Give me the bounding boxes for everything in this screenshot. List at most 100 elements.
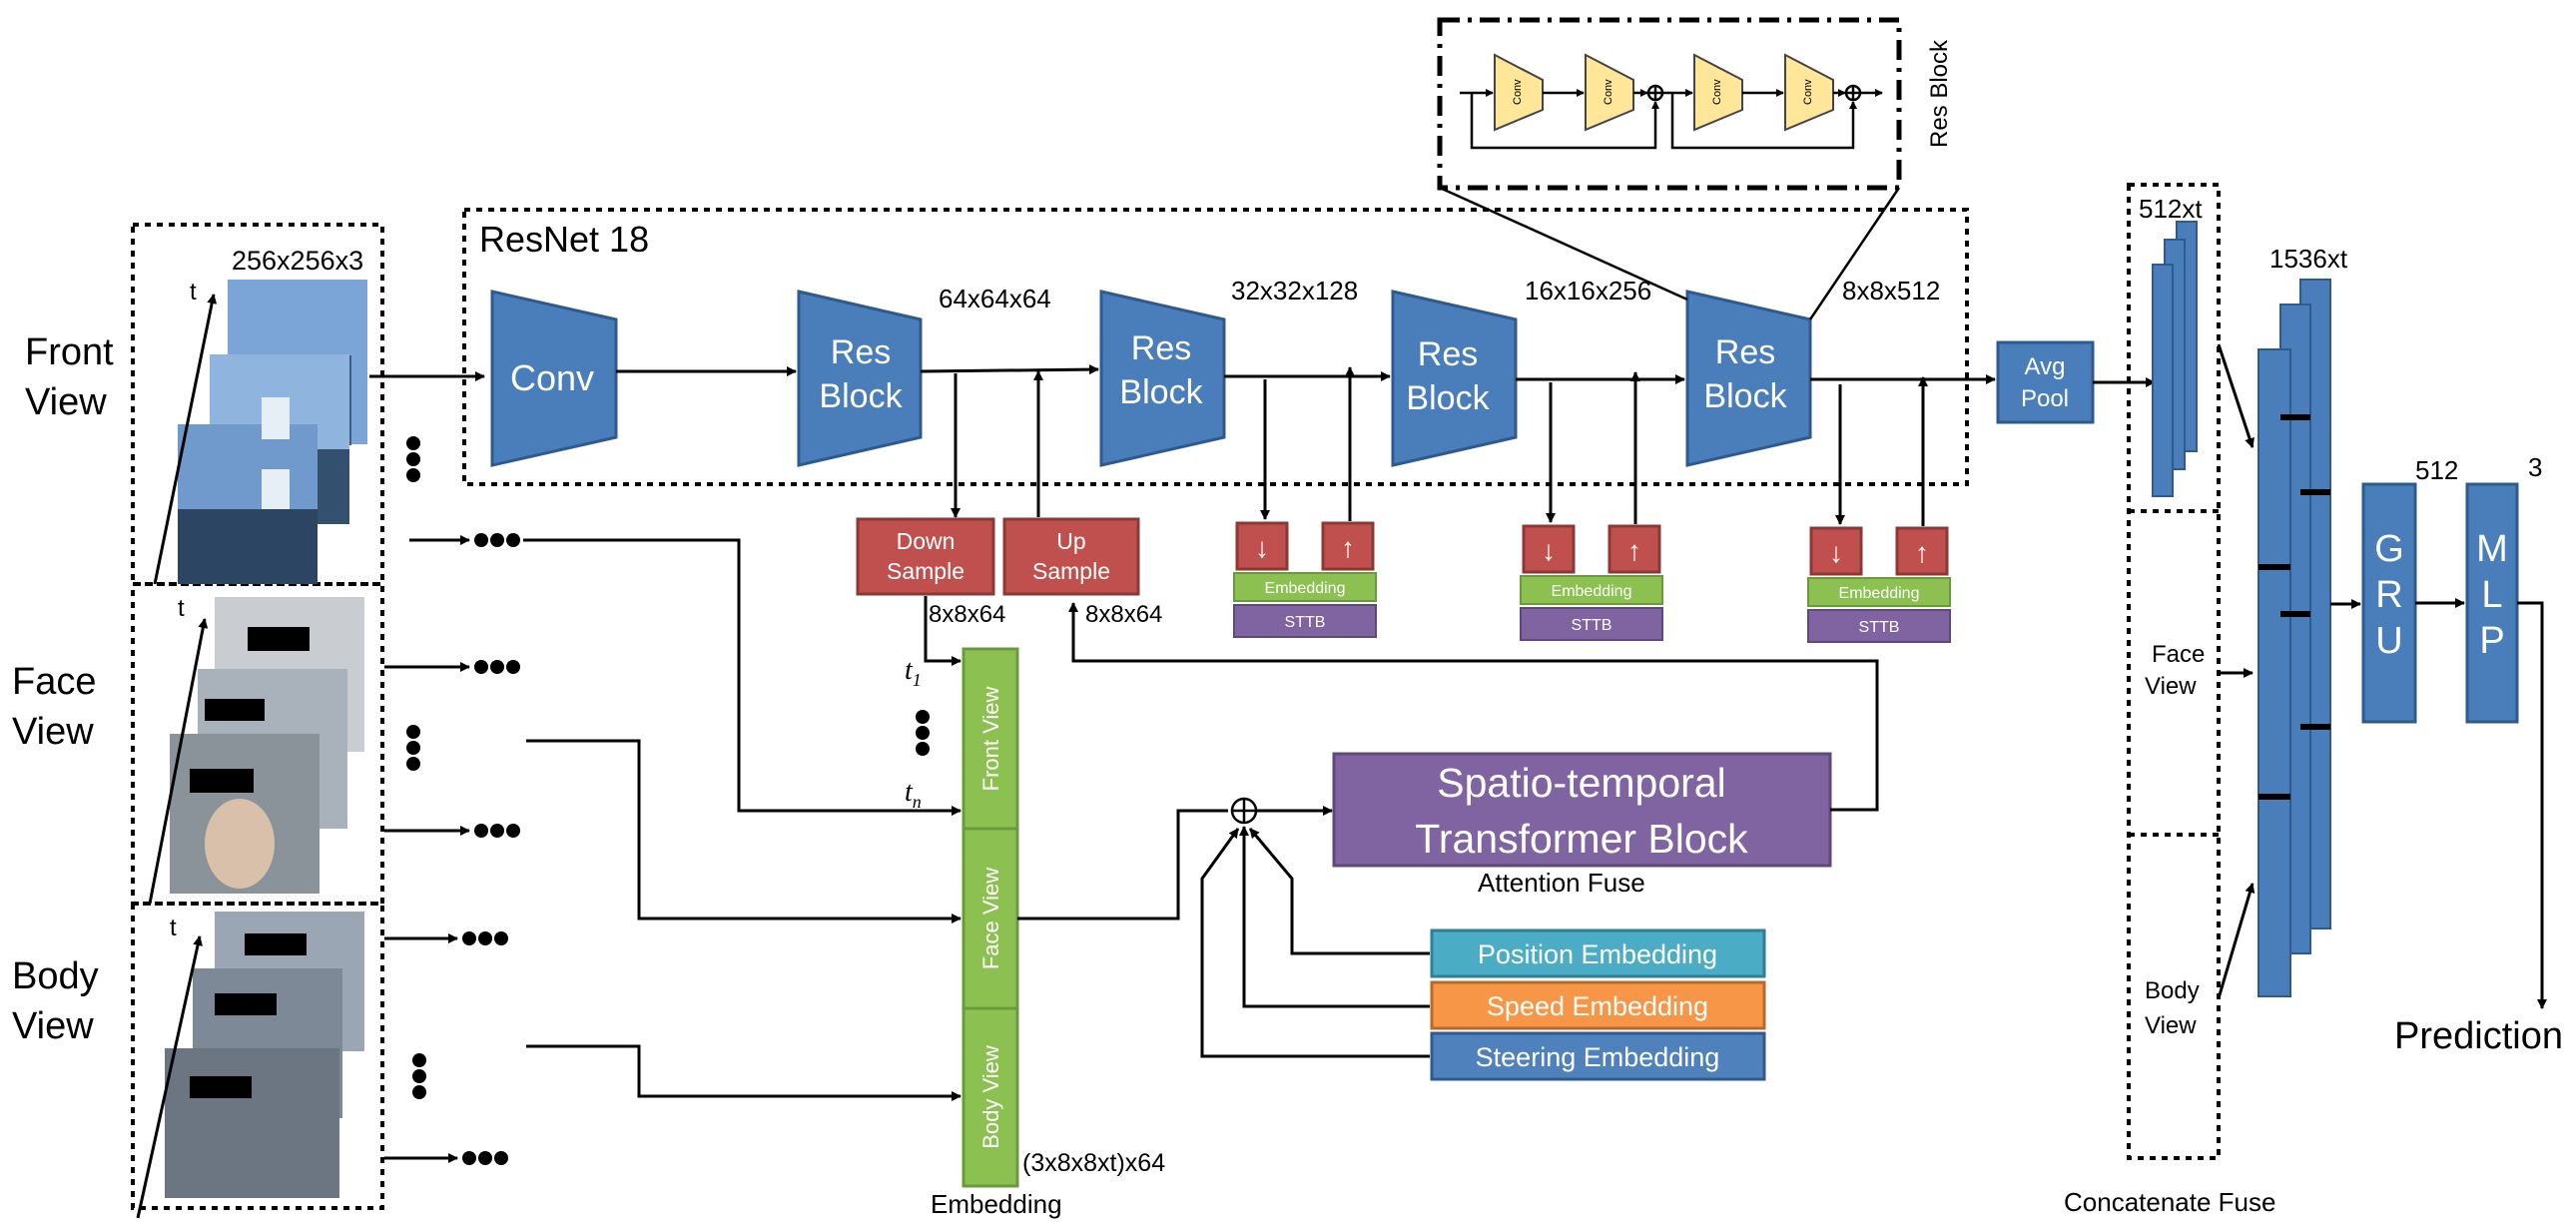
dim-label-2: 32x32x128	[1231, 276, 1358, 306]
front-view-frames	[178, 280, 367, 584]
body-frame-1	[165, 1048, 339, 1198]
svg-text:↓: ↓	[1542, 535, 1556, 566]
concat-dim-1536: 1536xt	[2269, 244, 2348, 274]
sttb-2-down	[1522, 524, 1576, 574]
embedding-face-view	[962, 827, 1019, 1010]
svg-text:Face View: Face View	[978, 868, 1003, 969]
svg-text:STTB: STTB	[1572, 617, 1612, 634]
sttb-1-down	[1235, 521, 1289, 571]
svg-text:↑: ↑	[1915, 537, 1929, 568]
up-sample-dim: 8x8x64	[1085, 601, 1162, 628]
svg-text:Embedding: Embedding	[1839, 585, 1920, 602]
speed-embedding	[1430, 980, 1766, 1030]
res-block-3	[1391, 290, 1518, 467]
front-time-arrow	[153, 294, 218, 585]
sttb-3-block	[1807, 609, 1951, 643]
svg-text:Position Embedding: Position Embedding	[1478, 939, 1717, 969]
svg-text:↑: ↑	[1627, 535, 1641, 566]
concat-dim-512: 512xt	[2139, 194, 2203, 224]
down-sample-box	[856, 517, 995, 596]
res-block-1	[797, 290, 923, 467]
sttb-2-up	[1608, 524, 1661, 574]
resnet-title: ResNet 18	[479, 219, 649, 260]
conv-label: Conv	[510, 357, 594, 398]
sttb-1-up	[1321, 521, 1375, 571]
res-block-detail: Res Block Conv Conv Conv Conv	[1437, 17, 1953, 320]
attention-fuse-label: Attention Fuse	[1478, 868, 1645, 898]
tn-label: tn	[905, 777, 922, 812]
face-time-label: t	[178, 595, 185, 622]
sttb-group-1: ↓ ↑ Embedding STTB	[1233, 366, 1377, 638]
detail-conv-3	[1693, 53, 1743, 132]
body-view-frame	[131, 902, 384, 1210]
res-block-detail-title: Res Block	[1926, 39, 1953, 148]
svg-text:Conv: Conv	[1711, 79, 1723, 105]
front-time-label: t	[190, 279, 197, 306]
res-block-detail-frame	[1437, 17, 1902, 191]
concat-label: Concatenate Fuse	[2064, 1187, 2275, 1217]
prediction-label: Prediction	[2394, 1015, 2563, 1057]
svg-text:Front View: Front View	[978, 687, 1003, 792]
avg-pool	[1996, 340, 2095, 424]
body-time-arrow	[136, 935, 203, 1219]
svg-text:↑: ↑	[1341, 532, 1355, 563]
svg-text:Embedding: Embedding	[1552, 583, 1632, 600]
svg-text:STTB: STTB	[1285, 614, 1326, 631]
transformer-block	[1332, 752, 1832, 868]
resnet-frame	[462, 208, 1969, 486]
svg-text:Conv: Conv	[1603, 79, 1614, 105]
detail-conv-4	[1784, 53, 1834, 132]
svg-text:Body View: Body View	[978, 1045, 1003, 1149]
input-size-label: 256x256x3	[232, 246, 363, 276]
svg-text:↓: ↓	[1255, 532, 1269, 563]
conv-layer	[490, 290, 618, 467]
gru-box	[2361, 482, 2417, 724]
up-sample-box	[1002, 517, 1140, 596]
res-block-2	[1099, 290, 1226, 467]
concat-features	[2257, 279, 2331, 997]
body-time-label: t	[170, 915, 177, 941]
ellipsis-icons	[406, 436, 930, 1165]
front-view-features	[2152, 221, 2198, 497]
steering-embedding	[1430, 1031, 1766, 1081]
sttb-group-2: ↓ ↑ Embedding STTB	[1520, 371, 1663, 641]
sttb-group-3: ↓ ↑ Embedding STTB	[1807, 376, 1951, 643]
mlp-box	[2465, 482, 2519, 724]
position-embedding	[1430, 928, 1766, 978]
mlp-dim-label: 3	[2528, 452, 2542, 482]
body-view-frames	[165, 912, 364, 1198]
embedding-dim-label: (3x8x8xt)x64	[1022, 1149, 1165, 1177]
detail-conv-2	[1585, 53, 1634, 132]
sttb-2-block	[1520, 607, 1663, 641]
svg-text:Conv: Conv	[1802, 79, 1814, 105]
dim-label-4: 8x8x512	[1842, 276, 1940, 306]
sttb-1-embedding	[1233, 572, 1377, 602]
svg-text:Conv: Conv	[1512, 79, 1524, 105]
embedding-column: t1 tn Front View Face View Body View (3x…	[523, 538, 1165, 1219]
sttb-3-down	[1809, 526, 1863, 576]
svg-text:Steering Embedding: Steering Embedding	[1476, 1042, 1720, 1072]
sttb-3-up	[1895, 526, 1949, 576]
svg-text:STTB: STTB	[1859, 619, 1900, 636]
t1-label: t1	[905, 655, 922, 690]
embedding-body-view	[962, 1006, 1019, 1188]
sttb-3-embedding	[1807, 577, 1951, 607]
